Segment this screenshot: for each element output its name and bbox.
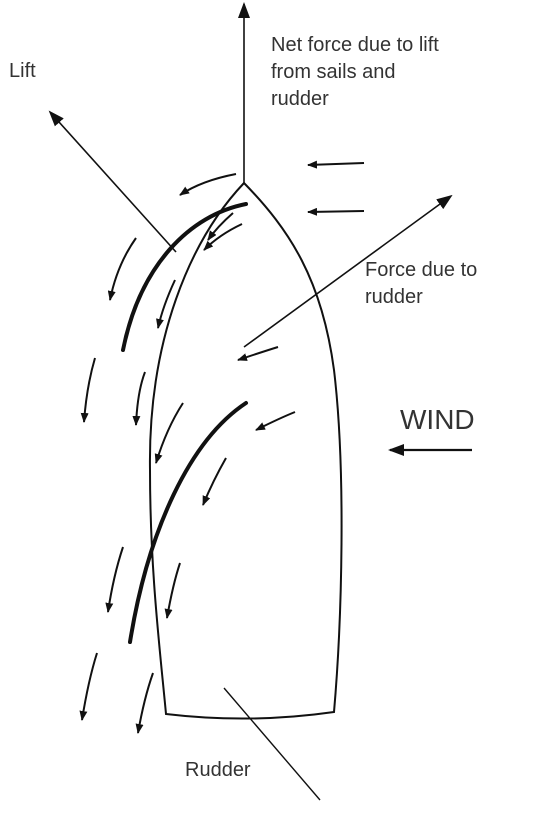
lift-label: Lift <box>9 60 36 82</box>
rudder-force-label: Force due to rudder <box>365 259 478 308</box>
wind-label: WIND <box>400 404 475 435</box>
rudder-pointer-line <box>223 687 321 801</box>
jib-sail <box>121 202 248 352</box>
boat-hull <box>148 181 343 720</box>
net-force-label: Net force due to lift from sails and rud… <box>271 34 439 110</box>
rudder-label: Rudder <box>185 759 251 781</box>
main-sail <box>128 401 248 644</box>
incoming-wind-flow-arrows <box>307 160 365 216</box>
rudder-force-arrow <box>243 194 453 348</box>
airflow-arrows <box>79 173 296 734</box>
lift-force-arrow <box>48 110 177 253</box>
